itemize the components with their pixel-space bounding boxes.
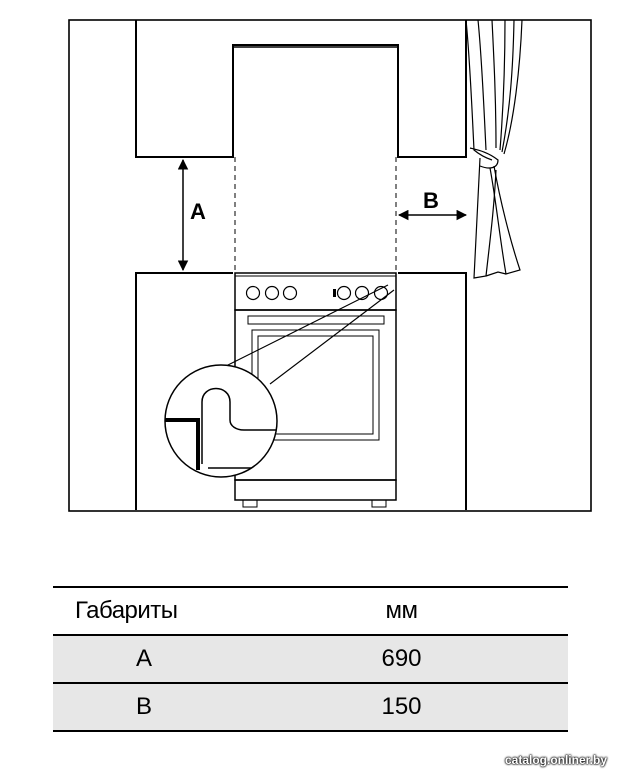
table-cell-value: 150 [235, 683, 568, 732]
table-row: A 690 [53, 635, 568, 684]
column-header-dimensions: Габариты [53, 586, 235, 636]
stove [234, 272, 397, 508]
curtain [465, 19, 523, 279]
counter-left [135, 272, 233, 510]
column-header-mm: мм [235, 586, 568, 636]
upper-cabinet-left [135, 20, 467, 158]
dimension-b-label: B [423, 188, 439, 213]
diagram-frame [68, 19, 592, 512]
detail-zoom-circle [164, 364, 278, 478]
callout-line-2 [269, 289, 395, 385]
counter-right [398, 272, 467, 510]
table-cell-value: 690 [235, 635, 568, 684]
table-cell-dimension: B [53, 683, 235, 732]
callout-line [221, 284, 389, 369]
table-header-row: Габариты мм [53, 586, 568, 636]
table-cell-dimension: A [53, 635, 235, 684]
watermark: catalog.onliner.by [504, 753, 607, 767]
table-row: B 150 [53, 683, 568, 732]
installation-diagram: A B [68, 19, 592, 512]
dimensions-table: Габариты мм A 690 B 150 [53, 586, 568, 732]
dimension-a-label: A [190, 199, 206, 224]
